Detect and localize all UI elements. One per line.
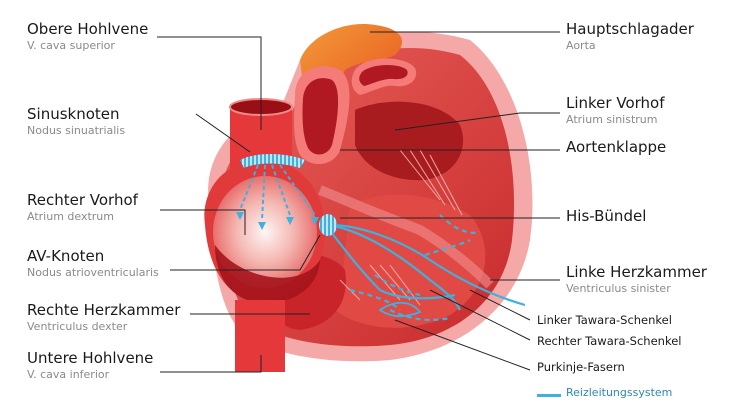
septum <box>318 185 494 289</box>
label-purkinje-fibers: Purkinje-Fasern <box>537 360 625 374</box>
label-left-bundle-branch: Linker Tawara-Schenkel <box>537 313 672 327</box>
purkinje-fibers <box>378 301 422 318</box>
label-main: His-Bündel <box>566 207 647 225</box>
label-main: Hauptschlagader <box>566 20 694 38</box>
left-atrium <box>355 101 464 181</box>
av-node <box>319 214 337 236</box>
label-main: Obere Hohlvene <box>27 20 149 38</box>
label-aorta: Hauptschlagader Aorta <box>566 20 694 52</box>
label-av-node: AV-Knoten Nodus atrioventricularis <box>27 247 159 279</box>
label-main: Rechte Herzkammer <box>27 301 181 319</box>
label-main: Linke Herzkammer <box>566 263 707 281</box>
label-main: Untere Hohlvene <box>27 349 154 367</box>
label-main: Linker Vorhof <box>566 94 665 112</box>
label-sub: Atrium dextrum <box>27 209 114 223</box>
conduction-system <box>327 214 526 321</box>
legend-swatch <box>537 394 561 397</box>
label-sinus-node: Sinusknoten Nodus sinuatrialis <box>27 105 126 137</box>
label-right-atrium: Rechter Vorhof Atrium dextrum <box>27 191 138 223</box>
label-main: Rechter Vorhof <box>27 191 138 209</box>
label-left-atrium: Linker Vorhof Atrium sinistrum <box>566 94 665 126</box>
label-his-bundle: His-Bündel <box>566 207 647 225</box>
label-sub: V. cava superior <box>27 38 115 52</box>
label-sub: Atrium sinistrum <box>566 112 658 126</box>
label-sub: V. cava inferior <box>27 367 110 381</box>
label-right-ventricle: Rechte Herzkammer Ventriculus dexter <box>27 301 181 333</box>
label-inferior-vena-cava: Untere Hohlvene V. cava inferior <box>27 349 154 381</box>
label-sub: Nodus sinuatrialis <box>27 123 126 137</box>
label-left-ventricle: Linke Herzkammer Ventriculus sinister <box>566 263 707 295</box>
sa-node <box>240 154 305 168</box>
right-atrium-interior <box>213 176 317 288</box>
label-aortic-valve: Aortenklappe <box>566 138 667 156</box>
label-sub: Nodus atrioventricularis <box>27 265 159 279</box>
label-superior-vena-cava: Obere Hohlvene V. cava superior <box>27 20 149 52</box>
label-right-bundle-branch: Rechter Tawara-Schenkel <box>537 334 682 348</box>
label-sub: Ventriculus sinister <box>566 281 671 295</box>
label-main: Aortenklappe <box>566 138 667 156</box>
leader-lines <box>157 31 560 373</box>
sa-node-arrowheads <box>236 212 319 230</box>
label-main: Sinusknoten <box>27 105 120 123</box>
label-sub: Aorta <box>566 38 596 52</box>
inferior-vena-cava <box>235 300 285 372</box>
legend-label: Reizleitungssystem <box>566 386 673 399</box>
label-main: AV-Knoten <box>27 247 105 265</box>
chordae <box>339 149 463 306</box>
sa-node-arrows <box>239 164 316 221</box>
label-sub: Ventriculus dexter <box>27 319 128 333</box>
